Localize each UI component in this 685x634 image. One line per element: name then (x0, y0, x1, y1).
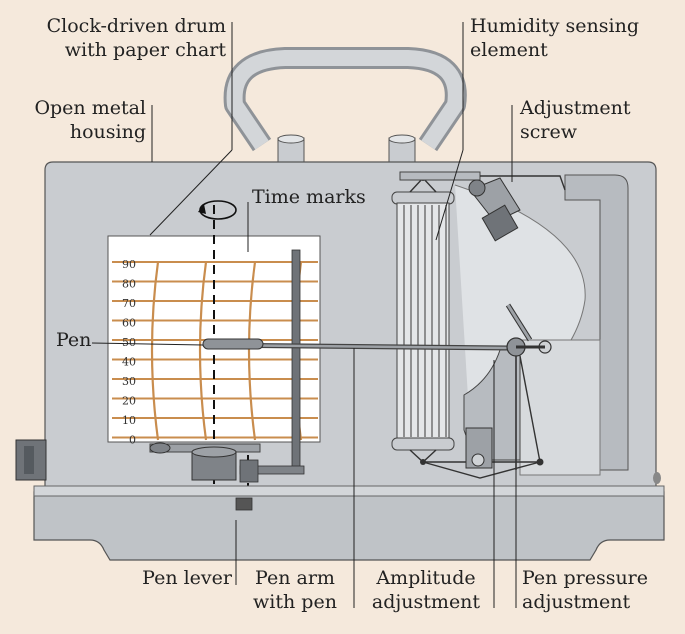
chart-scale-label: 90 (122, 258, 136, 271)
humidity-sensing-element (396, 202, 450, 440)
label-housing-line2: housing (69, 121, 146, 143)
label-pen: Pen (56, 329, 92, 351)
chart-scale-label: 60 (122, 317, 136, 330)
label-pen-pressure: Pen pressure adjustment (522, 566, 682, 614)
label-pen-pressure-line2: adjustment (522, 591, 631, 613)
label-time-marks: Time marks (252, 186, 366, 208)
chart-scale-label: 40 (122, 356, 136, 369)
label-humidity-line1: Humidity sensing (470, 15, 640, 37)
label-housing-line1: Open metal (34, 97, 146, 119)
label-clock-drum-line2: with paper chart (64, 39, 226, 61)
chart-scale-label: 30 (122, 375, 136, 388)
label-clock-drum-line1: Clock-driven drum (46, 15, 226, 37)
carry-handle (223, 47, 467, 152)
adjustment-screw (468, 177, 521, 242)
chart-scale-label: 80 (122, 278, 136, 291)
hair-bundle-bottom-cap (391, 437, 455, 451)
label-amplitude-line1: Amplitude (376, 567, 476, 589)
pen-lever-post (291, 249, 301, 473)
label-pen-arm: Pen arm with pen (240, 566, 350, 614)
chart-scale-label: 50 (122, 336, 136, 349)
base-lever-block (235, 497, 253, 511)
hair-bundle-top-cap (391, 191, 455, 205)
leader-lines (91, 22, 517, 608)
label-amplitude-line2: adjustment (371, 591, 481, 613)
label-adjustment-screw: Adjustment screw (520, 96, 680, 144)
chart-scale-label: 10 (122, 414, 136, 427)
label-clock-drum: Clock-driven drum with paper chart (0, 14, 226, 62)
label-pen-lever: Pen lever (142, 567, 232, 589)
pen-lever-pivot (239, 459, 259, 483)
label-humidity-line2: element (470, 39, 548, 61)
label-pen-pressure-line1: Pen pressure (522, 567, 649, 589)
label-housing: Open metal housing (0, 96, 146, 144)
hair-strands (403, 205, 447, 437)
chart-scale-label: 0 (129, 434, 136, 447)
label-adjustment-line1: Adjustment (520, 97, 631, 119)
label-pen-arm-line1: Pen arm (255, 567, 335, 589)
label-adjustment-line2: screw (520, 121, 577, 143)
label-pen-arm-line2: with pen (253, 591, 337, 613)
chart-scale-numbers: 90 80 70 60 50 40 30 20 10 0 (122, 258, 136, 447)
label-amplitude: Amplitude adjustment (360, 566, 492, 614)
label-humidity-element: Humidity sensing element (470, 14, 680, 62)
instrument-base (33, 491, 665, 561)
chart-scale-label: 70 (122, 297, 136, 310)
chart-scale-label: 20 (122, 395, 136, 408)
pen-tip (202, 338, 264, 350)
